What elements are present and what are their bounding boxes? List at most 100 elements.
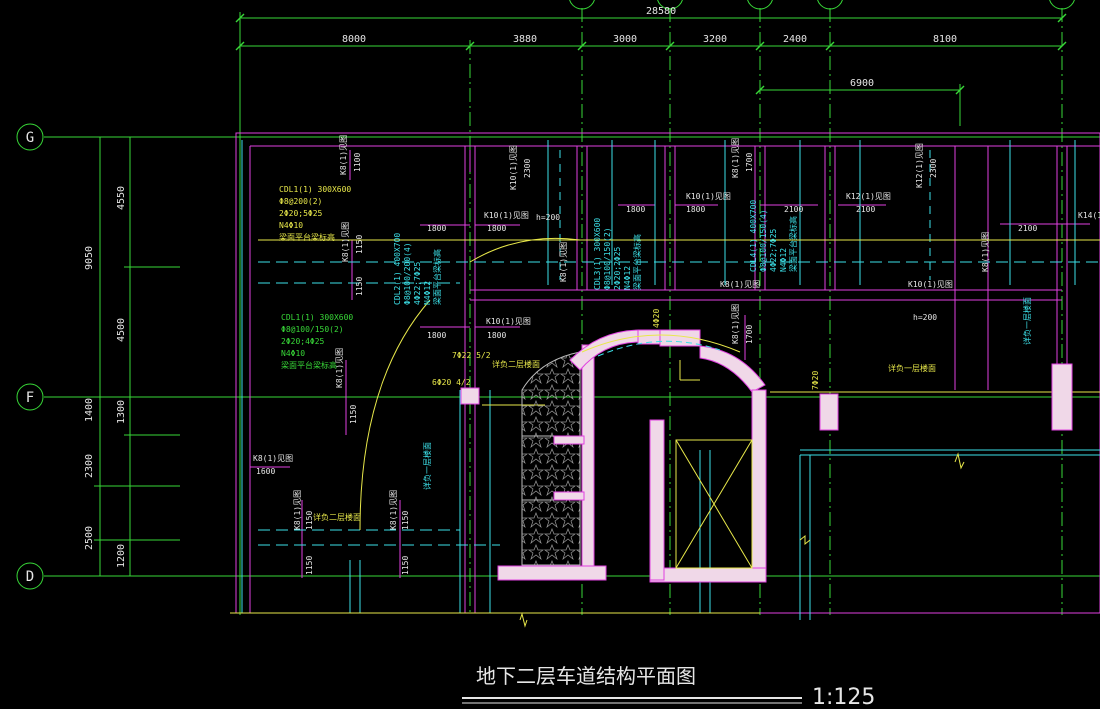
drawing-title: 地下二层车道结构平面图 <box>476 664 696 688</box>
beam-note-3-line-1: CDL2(1) 400X700 <box>393 233 402 305</box>
top-dimension-text: 28580 8000 3880 3000 3200 2400 8100 6900 <box>342 6 957 89</box>
yellow-lines <box>230 237 1100 628</box>
dim-seg-4: 3200 <box>703 34 727 45</box>
dim-left-1: 4550 <box>116 186 127 210</box>
label-d2300-b: 2300 <box>929 159 938 178</box>
label-k10-b: K10(1)见图 <box>484 211 529 220</box>
left-axis-bubbles: G F D <box>16 123 44 590</box>
left-dimensions <box>94 136 180 577</box>
beam-note-2-line-1: CDL1(1) 300X600 <box>281 313 353 322</box>
label-k8-a: K8(1)见图 <box>339 135 348 175</box>
label-k10-a: K10(1)见图 <box>509 145 518 190</box>
label-k8-k: K8(1)见图 <box>389 490 398 530</box>
beam-note-3-line-4: N4Φ12 <box>423 281 432 305</box>
beam-note-5: CDL4(1) 400X700 Φ8@100/150(4) 4Φ22;7Φ25 … <box>749 200 798 272</box>
label-k8-c: K8(1)见图 <box>341 222 350 262</box>
top-dimensions <box>235 13 1067 126</box>
beam-note-3-line-3: 4Φ22;7Φ25 <box>413 261 422 305</box>
label-d2100-c: 2100 <box>1018 224 1037 233</box>
label-d1100-a: 1100 <box>353 153 362 172</box>
label-d1150-b: 1150 <box>355 277 364 296</box>
label-d1150-d: 1150 <box>305 511 314 530</box>
ramp-core <box>460 329 1073 583</box>
label-d1800-e: 1800 <box>427 331 446 340</box>
label-d1800-d: 1800 <box>686 205 705 214</box>
label-d1600: 1600 <box>256 467 275 476</box>
beam-note-2-line-4: N4Φ10 <box>281 349 305 358</box>
left-dimension-text: 9050 4550 4500 1400 1300 2300 2500 1200 <box>84 186 127 568</box>
beam-note-2-line-2: Φ8@100/150(2) <box>281 325 344 334</box>
label-k8-b: K8(1)见图 <box>731 138 740 178</box>
beam-note-4-line-5: 梁面平台梁标高 <box>632 234 642 290</box>
beam-note-4-line-4: N4Φ12 <box>623 266 632 290</box>
small-labels: K8(1)见图 1100 K10(1)见图 2300 K8(1)见图 1700 … <box>253 135 1100 575</box>
dim-seg-3: 3000 <box>613 34 637 45</box>
beam-note-2: CDL1(1) 300X600 Φ8@100/150(2) 2Φ20;4Φ25 … <box>281 313 353 370</box>
label-k12-b: K12(1)见图 <box>846 192 891 201</box>
label-k8-h: K8(1)见图 <box>335 348 344 388</box>
drawing-scale: 1:125 <box>812 685 875 709</box>
label-k12-a: K12(1)见图 <box>915 143 924 188</box>
beam-note-4-line-1: CDL3(1) 300X600 <box>593 218 602 290</box>
beam-note-5-line-5: 梁面平台梁标高 <box>788 216 798 272</box>
dim-left-7: 1200 <box>116 544 127 568</box>
label-d1800-a: 1800 <box>427 224 446 233</box>
label-d1800-b: 1800 <box>487 224 506 233</box>
beam-note-1-line-2: Φ8@200(2) <box>279 197 322 206</box>
label-d1150-f: 1150 <box>401 511 410 530</box>
dim-sub-top: 6900 <box>850 78 874 89</box>
label-rebar-1: 7Φ22 5/2 <box>452 351 491 360</box>
label-k8-e: K8(1)见图 <box>720 280 760 289</box>
dim-seg-5: 2400 <box>783 34 807 45</box>
label-k8-g: K8(1)见图 <box>731 304 740 344</box>
label-d2300-a: 2300 <box>523 159 532 178</box>
label-d1150-a: 1150 <box>355 235 364 254</box>
top-axis-bubbles <box>569 0 1075 10</box>
hatched-infill <box>521 351 581 566</box>
label-d1800-c: 1800 <box>626 205 645 214</box>
beam-note-4-line-3: 2Φ20;2Φ25 <box>613 246 622 290</box>
beam-note-4: CDL3(1) 300X600 Φ8@100/150(2) 2Φ20;2Φ25 … <box>593 218 642 290</box>
label-elev-3: 详负二层楼面 <box>313 512 361 522</box>
beam-note-1-line-4: N4Φ10 <box>279 221 303 230</box>
beam-note-2-line-3: 2Φ20;4Φ25 <box>281 337 325 346</box>
label-k8-i: K8(1)见图 <box>253 454 293 463</box>
dim-left-3: 1400 <box>84 398 95 422</box>
label-h200-b: h=200 <box>913 313 937 322</box>
label-h200-a: h=200 <box>536 213 560 222</box>
label-d1150-e: 1150 <box>305 556 314 575</box>
beam-note-4-line-2: Φ8@100/150(2) <box>603 227 612 290</box>
beam-note-2-line-5: 梁面平台梁标高 <box>281 360 337 370</box>
axis-label-f: F <box>26 390 34 406</box>
dim-left-5: 2300 <box>84 454 95 478</box>
dim-total-top: 28580 <box>646 6 676 17</box>
dim-seg-1: 8000 <box>342 34 366 45</box>
label-k8-d: K8(1)见图 <box>559 242 568 282</box>
dim-seg-6: 8100 <box>933 34 957 45</box>
label-rebar-4: 7Φ20 <box>811 371 820 390</box>
label-k10-e: K10(1)见图 <box>486 317 531 326</box>
beam-note-3-line-2: Φ8@100/200(4) <box>403 242 412 305</box>
title-block: 地下二层车道结构平面图 1:125 <box>462 664 875 709</box>
beam-note-5-line-2: Φ8@100/150(4) <box>759 209 768 272</box>
axis-label-g: G <box>26 130 34 146</box>
wall-lines <box>241 140 1100 620</box>
beam-note-5-line-1: CDL4(1) 400X700 <box>749 200 758 272</box>
grid-axes <box>44 8 1100 615</box>
label-elev-1: 详负二层楼面 <box>492 359 540 369</box>
label-elev-2: 详负一层楼面 <box>888 363 936 373</box>
label-elev-4: 详负一层楼面 <box>422 442 432 490</box>
label-d1700-b: 1700 <box>745 325 754 344</box>
beam-note-1-line-3: 2Φ20;5Φ25 <box>279 209 323 218</box>
dim-left-total: 9050 <box>84 246 95 270</box>
axis-label-d: D <box>26 569 34 585</box>
beam-lines <box>235 132 1100 614</box>
label-d2100-a: 2100 <box>784 205 803 214</box>
dim-left-2: 4500 <box>116 318 127 342</box>
label-k10-d: K10(1)见图 <box>908 280 953 289</box>
label-d1700-a: 1700 <box>745 153 754 172</box>
beam-note-1-line-1: CDL1(1) 300X600 <box>279 185 351 194</box>
dim-seg-2: 3880 <box>513 34 537 45</box>
label-d2100-b: 2100 <box>856 205 875 214</box>
label-k14-a: K14(1)见图 <box>1078 211 1100 220</box>
